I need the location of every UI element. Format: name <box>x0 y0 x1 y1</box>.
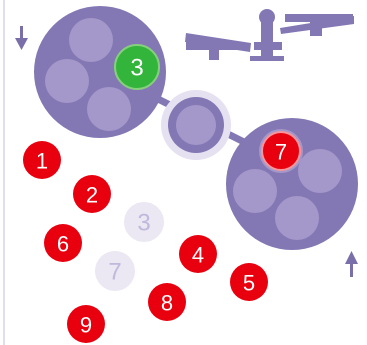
token-4[interactable]: 4 <box>179 235 217 273</box>
svg-text:2: 2 <box>86 183 98 208</box>
token-9[interactable]: 9 <box>67 305 105 343</box>
token-3-used: 3 <box>124 202 164 242</box>
token-7-used: 7 <box>95 251 135 291</box>
arrow-down-icon <box>15 26 28 50</box>
frame-border <box>3 0 5 345</box>
svg-text:1: 1 <box>36 149 48 174</box>
right-pan-slot[interactable] <box>298 149 342 193</box>
pivot-connector <box>161 90 231 160</box>
left-pan-slot[interactable] <box>87 87 131 131</box>
right-pan-token[interactable]: 7 <box>261 131 301 171</box>
svg-text:7: 7 <box>275 140 287 165</box>
svg-text:9: 9 <box>80 313 92 338</box>
token-5[interactable]: 5 <box>230 263 268 301</box>
token-1[interactable]: 1 <box>23 141 61 179</box>
left-pan-token[interactable]: 3 <box>114 44 160 90</box>
arrow-up-icon <box>345 251 358 277</box>
svg-text:5: 5 <box>243 271 255 296</box>
left-pan[interactable] <box>34 6 166 138</box>
svg-text:7: 7 <box>108 259 121 286</box>
left-pan-slot[interactable] <box>69 18 113 62</box>
token-6[interactable]: 6 <box>44 224 82 262</box>
svg-text:3: 3 <box>130 55 143 82</box>
balance-scale-icon <box>185 9 354 61</box>
svg-text:6: 6 <box>57 232 69 257</box>
token-2[interactable]: 2 <box>73 175 111 213</box>
right-pan-slot[interactable] <box>233 169 277 213</box>
left-pan-slot[interactable] <box>45 59 89 103</box>
svg-text:4: 4 <box>192 243 204 268</box>
right-pan-slot[interactable] <box>275 196 319 240</box>
svg-text:3: 3 <box>137 210 150 237</box>
svg-text:8: 8 <box>161 291 173 316</box>
token-8[interactable]: 8 <box>148 283 186 321</box>
